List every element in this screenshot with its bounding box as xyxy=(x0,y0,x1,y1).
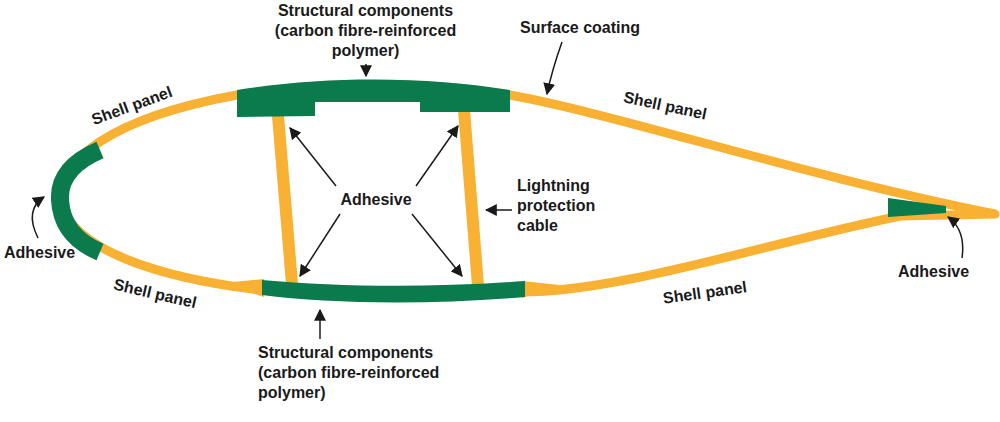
part-label: Shell panel xyxy=(89,82,175,130)
leader-arrow xyxy=(365,64,367,76)
part-label: Shell panel xyxy=(662,277,748,309)
leader-arrow xyxy=(300,214,340,276)
trailing-edge-adhesive xyxy=(888,198,946,217)
part-label: Shell panel xyxy=(622,87,709,124)
shell-taper xyxy=(222,279,264,297)
spar-web xyxy=(458,110,484,286)
leader-lines xyxy=(32,42,962,339)
leader-arrow xyxy=(319,310,321,339)
part-label: Surface coating xyxy=(520,18,640,38)
part-label: Adhesive xyxy=(898,262,969,282)
leader-arrow xyxy=(416,126,458,186)
shell-panel-outline xyxy=(60,84,995,297)
part-label: Adhesive xyxy=(4,243,75,263)
leader-arrow xyxy=(948,217,963,258)
leader-arrow xyxy=(32,197,44,238)
spar-web xyxy=(272,116,298,284)
shell-taper xyxy=(522,281,560,298)
part-label: Structural components (carbon fibre-rein… xyxy=(258,343,473,403)
part-label: Lightning protection cable xyxy=(517,176,622,236)
spar-cap xyxy=(262,280,525,302)
leader-arrow xyxy=(486,209,512,211)
leader-arrow xyxy=(290,128,336,186)
leader-arrow xyxy=(547,42,562,94)
part-label: Adhesive xyxy=(340,190,411,210)
leading-edge-adhesive xyxy=(60,150,100,252)
part-label: Structural components (carbon fibre-rein… xyxy=(258,1,473,61)
leader-arrow xyxy=(412,214,462,276)
part-label: Shell panel xyxy=(112,275,199,313)
spar-cap xyxy=(237,79,510,117)
